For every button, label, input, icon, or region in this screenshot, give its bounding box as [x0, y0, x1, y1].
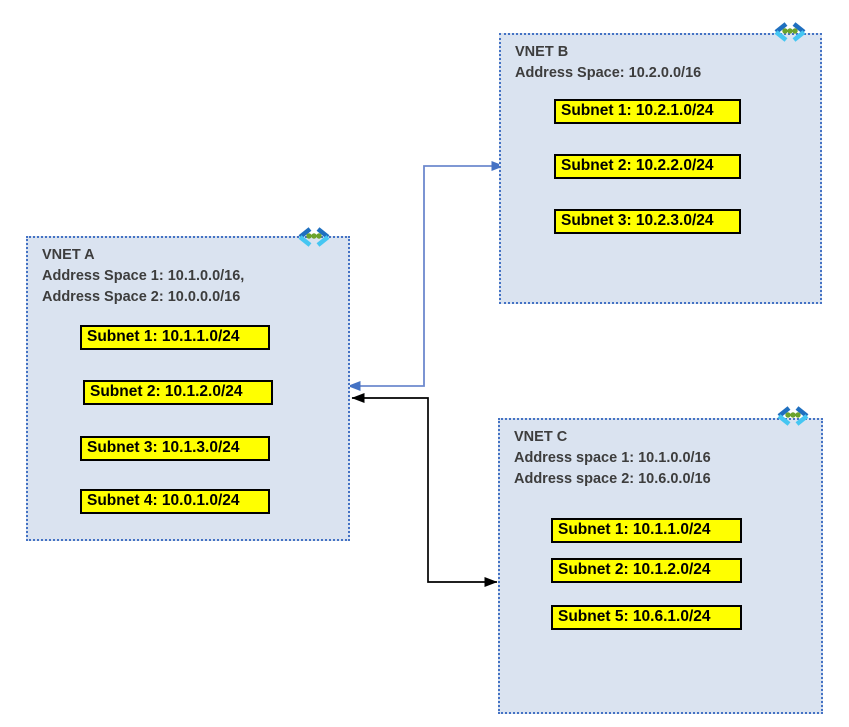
vnet-a-header: VNET A Address Space 1: 10.1.0.0/16, Add…	[42, 245, 244, 308]
vnet-address-space: Address space 1: 10.1.0.0/16	[514, 450, 711, 466]
peering-line-a-to-c	[351, 393, 498, 587]
peering-line-a-to-b	[347, 161, 505, 391]
vnet-address-space: Address Space 2: 10.0.0.0/16	[42, 289, 241, 305]
subnet-box: Subnet 3: 10.1.3.0/24	[80, 436, 270, 461]
subnet-box: Subnet 1: 10.2.1.0/24	[554, 99, 741, 124]
subnet-box: Subnet 2: 10.2.2.0/24	[554, 154, 741, 179]
subnet-box: Subnet 4: 10.0.1.0/24	[80, 489, 270, 514]
subnet-box: Subnet 5: 10.6.1.0/24	[551, 605, 742, 630]
vnet-title: VNET C	[514, 429, 568, 445]
vnet-b-box: VNET B Address Space: 10.2.0.0/16 Subnet…	[499, 22, 822, 304]
vnet-title: VNET A	[42, 247, 95, 263]
subnet-box: Subnet 2: 10.1.2.0/24	[83, 380, 273, 405]
vnet-address-space: Address Space: 10.2.0.0/16	[515, 65, 702, 81]
vnet-address-space: Address space 2: 10.6.0.0/16	[514, 471, 711, 487]
vnet-c-box: VNET C Address space 1: 10.1.0.0/16 Addr…	[498, 406, 823, 714]
virtual-network-icon	[298, 227, 330, 247]
vnet-address-space: Address Space 1: 10.1.0.0/16,	[42, 268, 245, 284]
subnet-box: Subnet 1: 10.1.1.0/24	[551, 518, 742, 543]
subnet-box: Subnet 3: 10.2.3.0/24	[554, 209, 741, 234]
subnet-box: Subnet 2: 10.1.2.0/24	[551, 558, 742, 583]
vnet-c-header: VNET C Address space 1: 10.1.0.0/16 Addr…	[514, 427, 711, 490]
virtual-network-icon	[777, 406, 809, 426]
vnet-b-header: VNET B Address Space: 10.2.0.0/16	[515, 42, 701, 84]
vnet-a-box: VNET A Address Space 1: 10.1.0.0/16, Add…	[26, 227, 350, 541]
vnet-title: VNET B	[515, 44, 569, 60]
subnet-box: Subnet 1: 10.1.1.0/24	[80, 325, 270, 350]
virtual-network-icon	[774, 22, 806, 42]
